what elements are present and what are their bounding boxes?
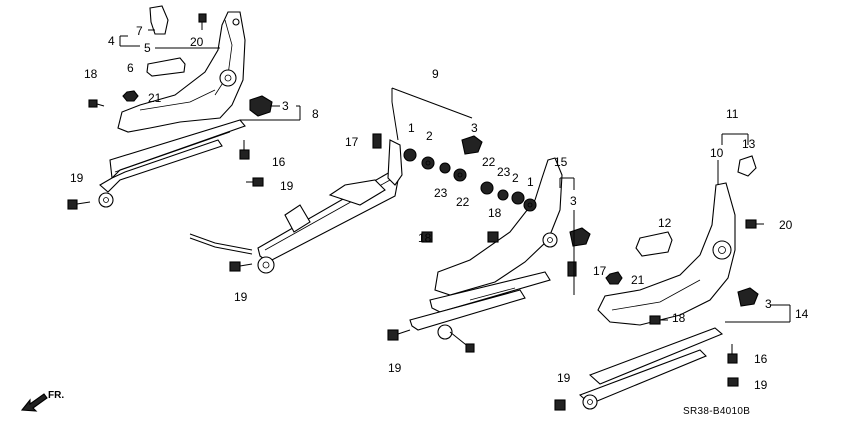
- callout-17: 17: [345, 135, 359, 149]
- callout-1: 1: [527, 175, 534, 189]
- callout-18: 18: [672, 311, 686, 325]
- callout-12: 12: [658, 216, 672, 230]
- bolt-18-center-b: [487, 231, 499, 243]
- callout-19: 19: [388, 361, 402, 375]
- callout-4: 4: [108, 34, 115, 48]
- latch-3-center-right: [569, 227, 591, 247]
- bolt-16-right: [727, 344, 738, 364]
- callout-22: 22: [482, 155, 496, 169]
- latch-3-right: [737, 287, 759, 307]
- callout-17: 17: [593, 264, 607, 278]
- callout-15: 15: [554, 155, 568, 169]
- callout-labels: 4 7 5 20 6 18 21 3 8 16 19 19 19 9 17 1 …: [70, 24, 809, 392]
- bolt-18-left: [88, 99, 105, 108]
- callout-3: 3: [570, 194, 577, 208]
- callout-11: 11: [726, 107, 739, 121]
- nut-21-left: [122, 90, 139, 102]
- callout-6: 6: [127, 61, 134, 75]
- bolt-19-center-a: [229, 261, 253, 272]
- bolt-19-right-a: [727, 377, 739, 387]
- callout-3: 3: [765, 297, 772, 311]
- callout-16: 16: [754, 352, 768, 366]
- callout-8: 8: [312, 107, 319, 121]
- callout-9: 9: [432, 67, 439, 81]
- bolt-18-center: [421, 231, 433, 243]
- callout-14: 14: [795, 307, 809, 321]
- callout-3: 3: [471, 121, 478, 135]
- callout-10: 10: [710, 146, 724, 160]
- latch-3-left: [249, 95, 273, 117]
- callout-21: 21: [631, 273, 645, 287]
- callout-19: 19: [754, 378, 768, 392]
- bolt-19-left-a: [246, 177, 264, 187]
- bolt-17-center-b: [567, 261, 577, 277]
- bolt-20-right: [745, 219, 764, 229]
- callout-19: 19: [70, 171, 84, 185]
- bolt-17-center-a: [372, 133, 382, 149]
- bolt-19-left-b: [67, 199, 91, 210]
- callout-2: 2: [426, 129, 433, 143]
- front-label: FR.: [48, 390, 64, 401]
- callout-20: 20: [190, 35, 204, 49]
- callout-18: 18: [84, 67, 98, 81]
- callout-23: 23: [434, 186, 448, 200]
- bolt-18-right: [649, 315, 668, 325]
- callout-19: 19: [280, 179, 294, 193]
- cover-12-shape: [635, 231, 673, 257]
- callout-5: 5: [144, 41, 151, 55]
- callout-1: 1: [408, 121, 415, 135]
- latch-3-center: [461, 135, 483, 155]
- diagram-code: SR38-B4010B: [683, 406, 750, 417]
- left-seat-assembly: [67, 5, 301, 210]
- cover-13-shape: [737, 155, 757, 177]
- callout-21: 21: [148, 91, 162, 105]
- callout-23: 23: [497, 165, 511, 179]
- callout-13: 13: [742, 137, 756, 151]
- callout-22: 22: [456, 195, 470, 209]
- bolt-19-right-b: [554, 399, 566, 411]
- cover-6-shape: [146, 57, 186, 77]
- right-seat-assembly: [554, 133, 791, 411]
- nut-21-right: [605, 271, 623, 285]
- callout-2: 2: [512, 171, 519, 185]
- bolt-20-left: [198, 13, 207, 30]
- center-right-rail-assembly: [387, 157, 591, 353]
- callout-16: 16: [272, 155, 286, 169]
- callout-18: 18: [488, 206, 502, 220]
- callout-19: 19: [234, 290, 248, 304]
- callout-18: 18: [418, 231, 432, 245]
- front-direction-indicator: FR.: [20, 390, 64, 412]
- bolt-16-left: [239, 140, 250, 160]
- bolt-19-center-b: [387, 329, 411, 341]
- center-left-rail-assembly: [189, 87, 483, 274]
- callout-19: 19: [557, 371, 571, 385]
- callout-20: 20: [779, 218, 793, 232]
- cover-7-shape: [149, 5, 169, 35]
- callout-3: 3: [282, 99, 289, 113]
- arrow-front-icon: [20, 393, 48, 412]
- callout-7: 7: [136, 24, 143, 38]
